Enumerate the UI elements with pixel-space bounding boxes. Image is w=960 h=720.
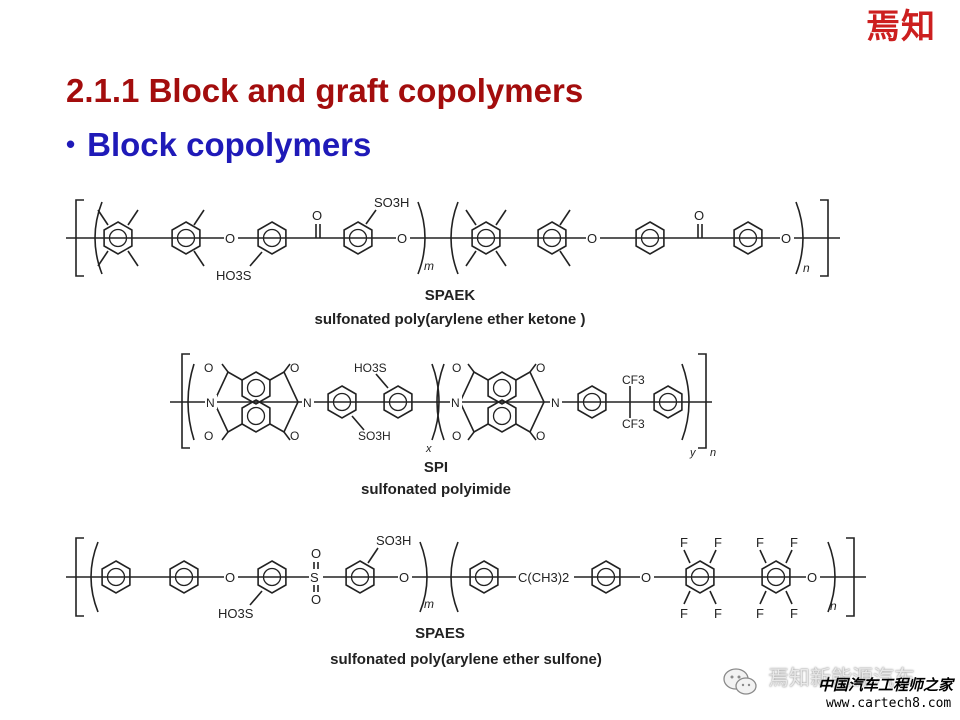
spaes-so3h-top: SO3H bbox=[376, 533, 411, 548]
spaek-labels: O O O O O O SO3H HO3S m n bbox=[216, 195, 810, 283]
slide-title: 2.1.1 Block and graft copolymers bbox=[66, 72, 584, 109]
spaek-so3h-bottom: HO3S bbox=[216, 268, 252, 283]
spaes-isopropylidene: C(CH3)2 bbox=[518, 570, 569, 585]
spaek-carbonyl-o1: O bbox=[312, 208, 322, 223]
spaes-f7: F bbox=[756, 606, 764, 621]
spi-sub-y: y bbox=[689, 447, 697, 459]
spaes-o3: O bbox=[641, 570, 651, 585]
spi-so3h-top: HO3S bbox=[354, 361, 387, 375]
spaes-f8: F bbox=[790, 606, 798, 621]
spi-o-h: O bbox=[536, 429, 545, 443]
spaek-sub-m: m bbox=[424, 259, 434, 273]
bullet-dot: • bbox=[66, 129, 76, 159]
spi-sub-n: n bbox=[710, 447, 716, 459]
bullet-item: • Block copolymers bbox=[66, 126, 371, 164]
spaes-structure bbox=[66, 537, 866, 617]
spaek-caption: sulfonated poly(arylene ether ketone ) bbox=[315, 311, 586, 328]
watermark-account-name: 焉知新能源汽车 bbox=[768, 666, 915, 690]
spi-n3: N bbox=[451, 396, 460, 410]
spaek-sub-n: n bbox=[803, 261, 810, 275]
spaes-sulfur: S bbox=[310, 570, 319, 585]
spaes-sub-n: n bbox=[830, 599, 837, 613]
spi-o-g: O bbox=[536, 361, 545, 375]
spaes-f6: F bbox=[714, 606, 722, 621]
spi-name: SPI bbox=[424, 459, 448, 476]
spi-sub-x: x bbox=[425, 443, 432, 455]
spi-structure bbox=[170, 353, 712, 449]
spi-so3h-bottom: SO3H bbox=[358, 429, 391, 443]
spaek-structure bbox=[66, 199, 840, 277]
spaes-o1: O bbox=[225, 570, 235, 585]
spaes-f3: F bbox=[756, 535, 764, 550]
spi-o-c: O bbox=[290, 361, 299, 375]
spi-o-a: O bbox=[204, 361, 213, 375]
spi-o-e: O bbox=[452, 361, 461, 375]
spaes-f5: F bbox=[680, 606, 688, 621]
spi-n1: N bbox=[206, 396, 215, 410]
spaes-f4: F bbox=[790, 535, 798, 550]
spi-o-d: O bbox=[290, 429, 299, 443]
spaes-o2: O bbox=[399, 570, 409, 585]
spi-cf3-bottom: CF3 bbox=[622, 417, 645, 431]
brand-logo: 焉知 bbox=[866, 7, 936, 47]
watermark-chinese-text: 中国汽车工程师之家 bbox=[818, 676, 954, 694]
spaes-name: SPAES bbox=[415, 625, 465, 642]
spaes-caption: sulfonated poly(arylene ether sulfone) bbox=[330, 651, 602, 668]
spaek-so3h-top: SO3H bbox=[374, 195, 409, 210]
spi-n4: N bbox=[551, 396, 560, 410]
spi-o-b: O bbox=[204, 429, 213, 443]
spi-n2: N bbox=[303, 396, 312, 410]
spaes-labels: O O O O S O O SO3H HO3S C(CH3)2 F F F F … bbox=[218, 533, 837, 621]
spaes-so3h-bottom: HO3S bbox=[218, 606, 254, 621]
spaek-o4: O bbox=[781, 231, 791, 246]
spaes-f1: F bbox=[680, 535, 688, 550]
spaek-o1: O bbox=[225, 231, 235, 246]
spi-labels: O O O O O O O O N N N N HO3S SO3H CF3 CF… bbox=[204, 361, 716, 459]
spaek-o3: O bbox=[587, 231, 597, 246]
spi-cf3-top: CF3 bbox=[622, 373, 645, 387]
watermark-url: www.cartech8.com bbox=[826, 696, 952, 711]
spaes-f2: F bbox=[714, 535, 722, 550]
spaes-so-o-top: O bbox=[311, 546, 321, 561]
spaes-so-o-bottom: O bbox=[311, 592, 321, 607]
wechat-logo-icon bbox=[723, 668, 757, 695]
spaek-o2: O bbox=[397, 231, 407, 246]
spi-o-f: O bbox=[452, 429, 461, 443]
spaes-sub-m: m bbox=[424, 597, 434, 611]
spaek-carbonyl-o2: O bbox=[694, 208, 704, 223]
spaek-name: SPAEK bbox=[425, 287, 476, 304]
bullet-text: Block copolymers bbox=[87, 126, 372, 163]
spaes-o4: O bbox=[807, 570, 817, 585]
spi-caption: sulfonated polyimide bbox=[361, 481, 511, 498]
